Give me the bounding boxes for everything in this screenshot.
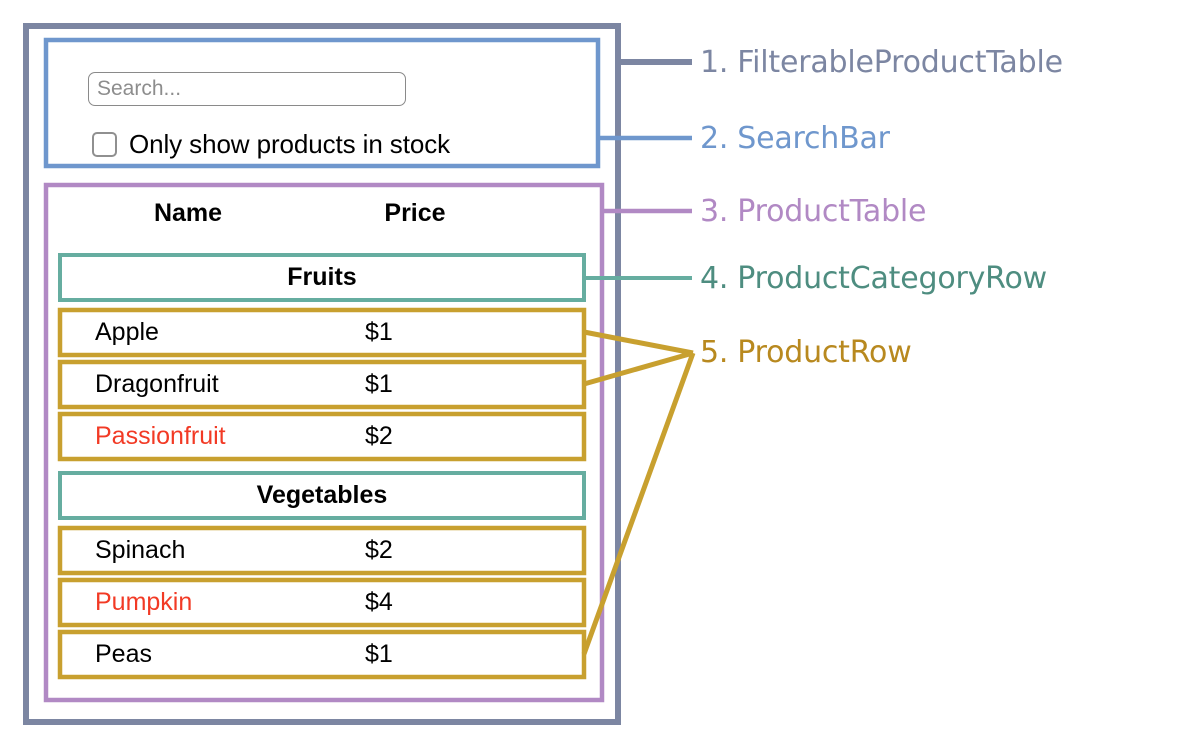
legend-item-product-row: 5.ProductRow [700, 338, 912, 368]
product-name-apple: Apple [95, 318, 159, 346]
product-name-pumpkin: Pumpkin [95, 588, 193, 616]
column-header-price: Price [384, 199, 446, 227]
legend-item-search-bar: 2.SearchBar [700, 124, 890, 154]
legend-label-3: ProductTable [737, 194, 927, 229]
column-header-name: Name [153, 199, 223, 227]
in-stock-filter-row[interactable]: Only show products in stock [92, 128, 450, 160]
product-price-peas: $1 [365, 640, 393, 668]
in-stock-checkbox-label: Only show products in stock [129, 128, 450, 159]
legend-label-2: SearchBar [737, 121, 890, 156]
category-label-vegetables: Vegetables [256, 481, 388, 509]
product-price-apple: $1 [365, 318, 393, 346]
product-price-passionfruit: $2 [365, 422, 393, 450]
product-name-peas: Peas [95, 640, 152, 668]
product-name-spinach: Spinach [95, 536, 186, 564]
legend-number-1: 1. [700, 45, 729, 80]
legend-number-3: 3. [700, 194, 729, 229]
category-label-fruits: Fruits [287, 263, 357, 291]
legend-label-1: FilterableProductTable [737, 45, 1063, 80]
in-stock-checkbox[interactable] [92, 131, 117, 157]
legend-item-product-table: 3.ProductTable [700, 194, 927, 229]
legend-item-filterable-product-table: 1.FilterableProductTable [700, 48, 1063, 78]
product-name-passionfruit: Passionfruit [95, 422, 226, 450]
legend-label-5: ProductRow [737, 335, 912, 370]
legend-number-4: 4. [700, 261, 729, 296]
product-price-dragonfruit: $1 [365, 370, 393, 398]
product-price-pumpkin: $4 [365, 588, 393, 616]
product-price-spinach: $2 [365, 536, 393, 564]
product-name-dragonfruit: Dragonfruit [95, 370, 219, 398]
legend-number-5: 5. [700, 335, 729, 370]
legend-label-4: ProductCategoryRow [737, 261, 1047, 296]
legend-item-product-category-row: 4.ProductCategoryRow [700, 264, 1047, 294]
legend-number-2: 2. [700, 121, 729, 156]
search-input[interactable] [88, 72, 406, 106]
